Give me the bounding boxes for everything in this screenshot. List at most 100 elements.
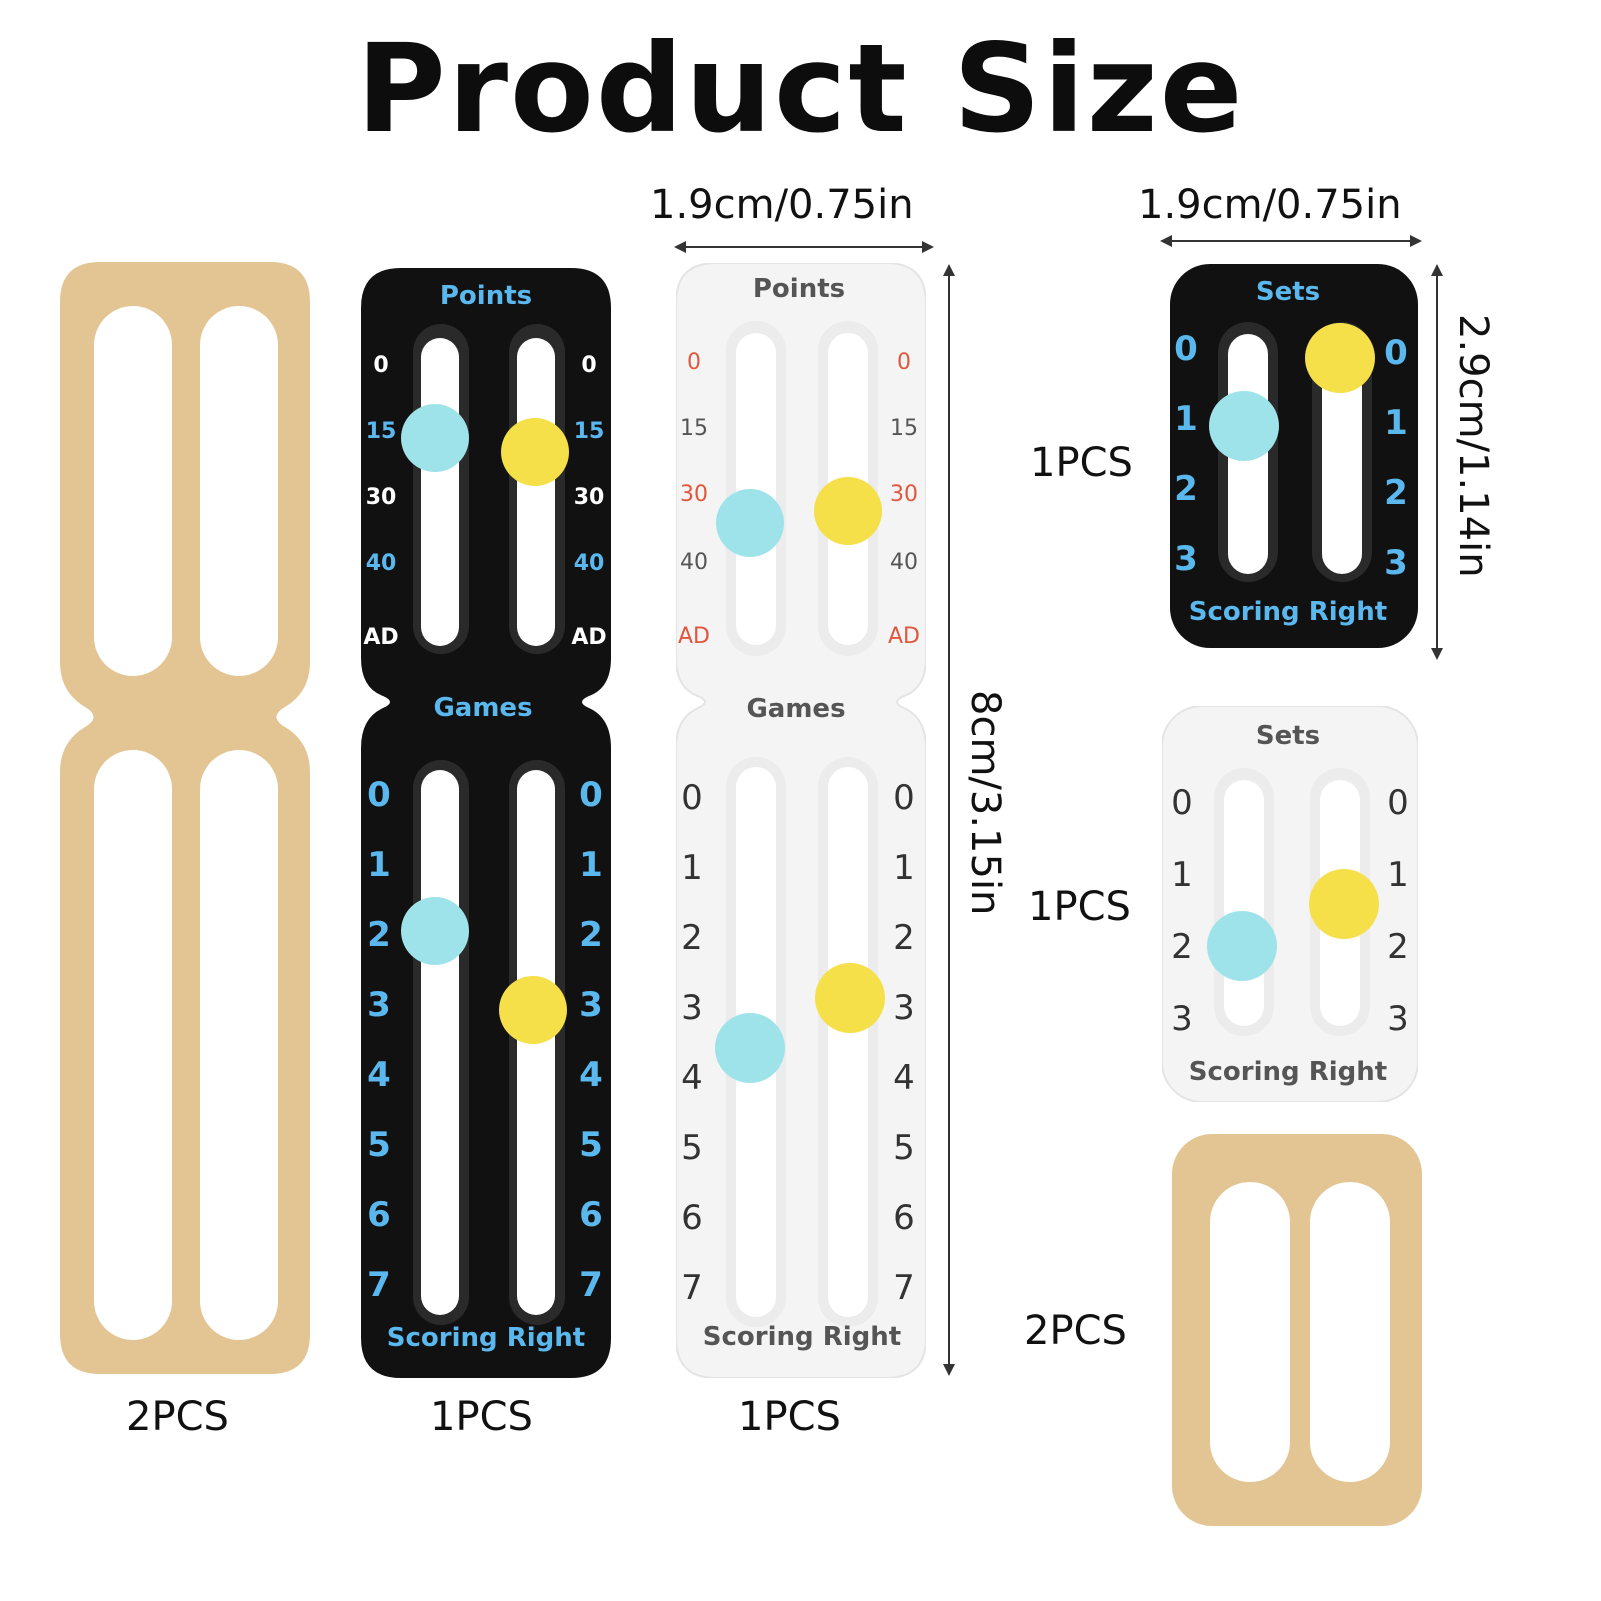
black-counter-large: Points Games Scoring Right 0 15 30 40 AD… xyxy=(361,268,611,1378)
svg-text:40: 40 xyxy=(366,551,397,576)
sets-scale-right: 0 1 2 3 xyxy=(1387,783,1409,1039)
svg-text:0: 0 xyxy=(579,775,603,815)
svg-text:AD: AD xyxy=(363,625,398,650)
blue-peg xyxy=(401,897,469,965)
svg-text:0: 0 xyxy=(581,353,596,378)
svg-text:3: 3 xyxy=(893,988,915,1028)
svg-text:2: 2 xyxy=(367,915,391,955)
height-label-small: 2.9cm/1.14in xyxy=(1450,314,1496,578)
points-scale-left: 0 15 30 40 AD xyxy=(363,353,398,650)
points-scale-right: 0 15 30 40 AD xyxy=(888,350,920,649)
arrow-right-icon xyxy=(922,241,934,253)
arrow-left-icon xyxy=(1160,235,1172,247)
svg-text:5: 5 xyxy=(893,1128,915,1168)
games-label: Games xyxy=(433,693,532,723)
games-label: Games xyxy=(746,694,845,724)
sets-label: Sets xyxy=(1256,721,1320,751)
svg-text:0: 0 xyxy=(893,778,915,818)
yellow-peg xyxy=(814,477,882,545)
svg-text:15: 15 xyxy=(574,419,605,444)
black-counter-small: Sets Scoring Right 0 1 2 3 0 1 2 3 xyxy=(1170,264,1418,648)
svg-text:40: 40 xyxy=(574,551,605,576)
svg-text:0: 0 xyxy=(681,778,703,818)
svg-text:1: 1 xyxy=(1387,855,1409,895)
arrow-right-icon xyxy=(1410,235,1422,247)
arrow-left-icon xyxy=(674,241,686,253)
width-label-small: 1.9cm/0.75in xyxy=(1138,182,1402,228)
height-dimension-line xyxy=(948,266,950,1374)
svg-text:2: 2 xyxy=(1387,927,1409,967)
height-dimension-line xyxy=(1436,266,1438,658)
qty-white-large: 1PCS xyxy=(738,1394,841,1440)
svg-text:3: 3 xyxy=(367,985,391,1025)
svg-text:15: 15 xyxy=(680,416,708,441)
svg-text:4: 4 xyxy=(579,1055,603,1095)
svg-text:0: 0 xyxy=(1384,333,1408,373)
svg-text:0: 0 xyxy=(1171,783,1193,823)
svg-text:2: 2 xyxy=(1174,469,1198,509)
svg-text:1: 1 xyxy=(579,845,603,885)
svg-text:2: 2 xyxy=(1171,927,1193,967)
qty-white-small: 1PCS xyxy=(1028,884,1131,930)
svg-text:0: 0 xyxy=(1387,783,1409,823)
svg-text:4: 4 xyxy=(681,1058,703,1098)
svg-text:AD: AD xyxy=(571,625,606,650)
svg-text:3: 3 xyxy=(1171,999,1193,1039)
white-counter-large: Points Games Scoring Right 0 15 30 40 AD… xyxy=(676,263,926,1378)
svg-text:1: 1 xyxy=(1171,855,1193,895)
svg-text:30: 30 xyxy=(680,482,708,507)
svg-text:0: 0 xyxy=(367,775,391,815)
sets-label: Sets xyxy=(1256,277,1320,307)
games-scale-right: 0 1 2 3 4 5 6 7 xyxy=(893,778,915,1308)
brand-label: Scoring Right xyxy=(1189,1057,1387,1087)
qty-band-large: 2PCS xyxy=(126,1394,229,1440)
blue-peg xyxy=(401,404,469,472)
qty-black-small: 1PCS xyxy=(1030,440,1133,486)
svg-text:AD: AD xyxy=(888,624,920,649)
yellow-peg xyxy=(499,976,567,1044)
svg-text:2: 2 xyxy=(681,918,703,958)
svg-text:40: 40 xyxy=(890,550,918,575)
arrow-down-icon xyxy=(1431,648,1443,660)
points-scale-left: 0 15 30 40 AD xyxy=(678,350,710,649)
svg-text:3: 3 xyxy=(579,985,603,1025)
points-label: Points xyxy=(440,281,532,311)
svg-text:1: 1 xyxy=(681,848,703,888)
brand-label: Scoring Right xyxy=(703,1322,901,1352)
svg-text:0: 0 xyxy=(687,350,701,375)
blue-peg xyxy=(1209,391,1279,461)
svg-text:5: 5 xyxy=(681,1128,703,1168)
svg-text:7: 7 xyxy=(893,1268,915,1308)
points-scale-right: 0 15 30 40 AD xyxy=(571,353,606,650)
sets-scale-left: 0 1 2 3 xyxy=(1174,329,1198,579)
svg-text:6: 6 xyxy=(893,1198,915,1238)
svg-text:2: 2 xyxy=(579,915,603,955)
svg-text:4: 4 xyxy=(893,1058,915,1098)
svg-text:0: 0 xyxy=(1174,329,1198,369)
band-small xyxy=(1172,1134,1422,1526)
svg-text:3: 3 xyxy=(1384,543,1408,583)
width-dimension-line xyxy=(1162,240,1420,242)
svg-text:6: 6 xyxy=(681,1198,703,1238)
white-counter-small: Sets Scoring Right 0 1 2 3 0 1 2 3 xyxy=(1162,706,1418,1102)
sets-scale-right: 0 1 2 3 xyxy=(1384,333,1408,583)
svg-text:6: 6 xyxy=(579,1195,603,1235)
width-dimension-line xyxy=(676,246,932,248)
games-scale-left: 0 1 2 3 4 5 6 7 xyxy=(367,775,391,1305)
svg-text:2: 2 xyxy=(1384,473,1408,513)
blue-peg xyxy=(1207,911,1277,981)
svg-text:1: 1 xyxy=(1384,403,1408,443)
svg-text:0: 0 xyxy=(897,350,911,375)
qty-black-large: 1PCS xyxy=(430,1394,533,1440)
svg-text:0: 0 xyxy=(373,353,388,378)
svg-text:40: 40 xyxy=(680,550,708,575)
svg-text:7: 7 xyxy=(681,1268,703,1308)
yellow-peg xyxy=(1305,323,1375,393)
svg-text:5: 5 xyxy=(367,1125,391,1165)
height-label-large: 8cm/3.15in xyxy=(962,690,1008,916)
qty-band-small: 2PCS xyxy=(1024,1308,1127,1354)
svg-text:1: 1 xyxy=(1174,399,1198,439)
svg-text:2: 2 xyxy=(893,918,915,958)
svg-text:3: 3 xyxy=(1387,999,1409,1039)
blue-peg xyxy=(716,489,784,557)
